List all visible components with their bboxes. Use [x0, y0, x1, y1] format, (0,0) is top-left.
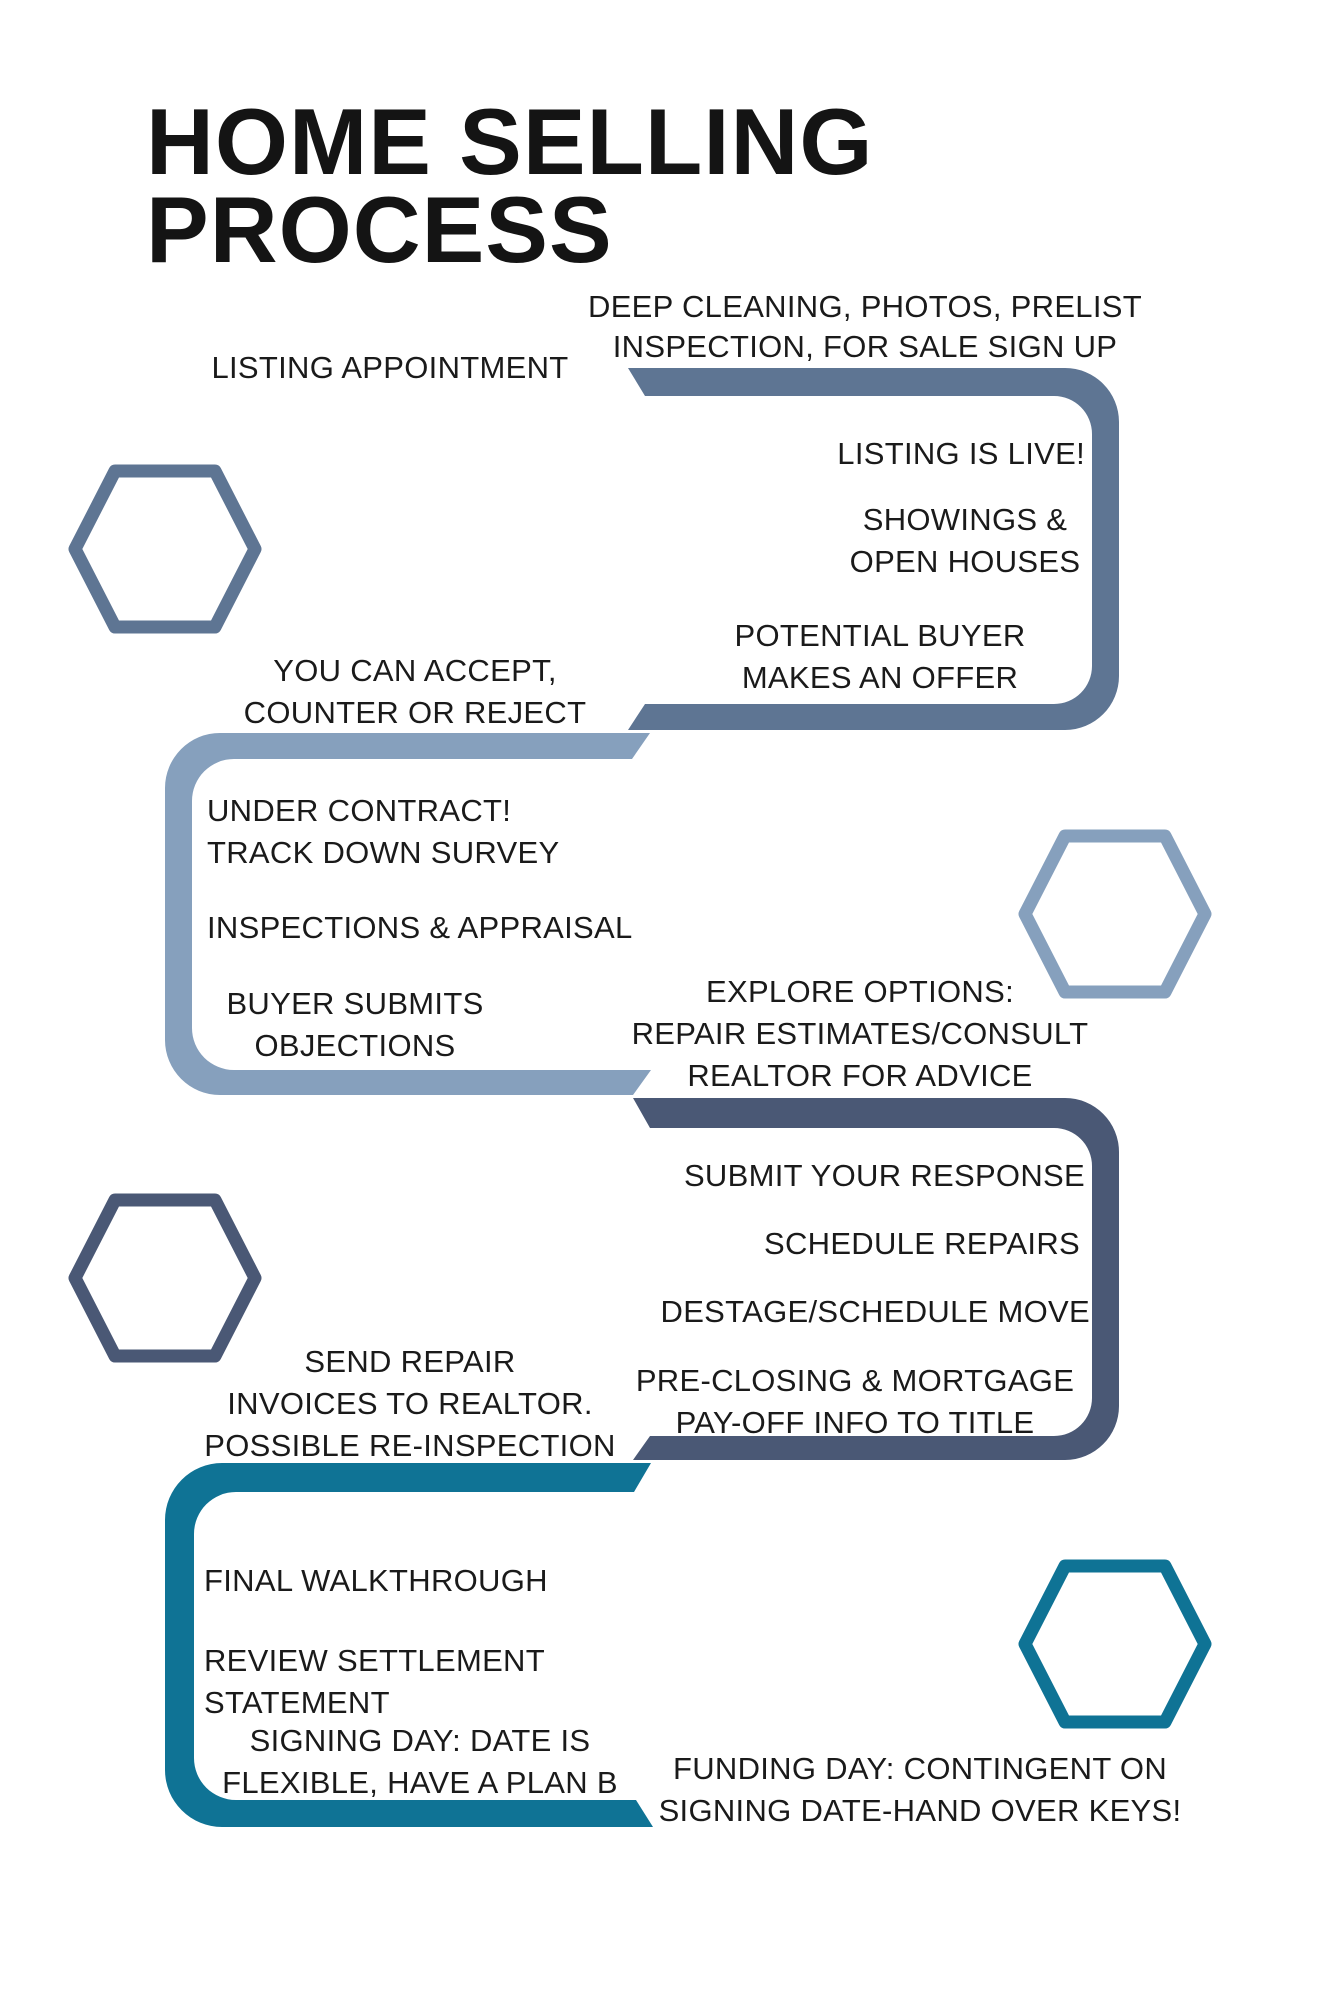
- step-deep-cleaning: DEEP CLEANING, PHOTOS, PRELIST INSPECTIO…: [588, 289, 1142, 364]
- hexagon-icon-2: [1018, 829, 1212, 999]
- step-pre-closing: PRE-CLOSING & MORTGAGE PAY-OFF INFO TO T…: [635, 1363, 1075, 1440]
- step-signing-day: SIGNING DAY: DATE IS FLEXIBLE, HAVE A PL…: [222, 1723, 618, 1800]
- step-schedule-repairs: SCHEDULE REPAIRS: [763, 1226, 1080, 1261]
- hexagon-icon-4: [1018, 1559, 1212, 1729]
- step-funding-day: FUNDING DAY: CONTINGENT ON SIGNING DATE-…: [658, 1751, 1182, 1828]
- title-line-2: PROCESS: [146, 177, 613, 282]
- step-listing-live: LISTING IS LIVE!: [837, 436, 1085, 471]
- step-inspections: INSPECTIONS & APPRAISAL: [207, 910, 633, 945]
- step-final-walkthrough: FINAL WALKTHROUGH: [204, 1563, 548, 1598]
- step-accept-counter: YOU CAN ACCEPT, COUNTER OR REJECT: [243, 653, 587, 730]
- step-send-invoices: SEND REPAIR INVOICES TO REALTOR. POSSIBL…: [204, 1344, 616, 1463]
- step-submit-response: SUBMIT YOUR RESPONSE: [683, 1158, 1085, 1193]
- step-destage: DESTAGE/SCHEDULE MOVE: [660, 1294, 1090, 1329]
- hexagon-icon-3: [68, 1193, 262, 1363]
- title-line-1: HOME SELLING: [146, 89, 874, 194]
- step-buyer-objections: BUYER SUBMITS OBJECTIONS: [226, 986, 484, 1063]
- step-buyer-offer: POTENTIAL BUYER MAKES AN OFFER: [734, 618, 1026, 695]
- step-showings: SHOWINGS & OPEN HOUSES: [849, 502, 1081, 579]
- step-under-contract: UNDER CONTRACT! TRACK DOWN SURVEY: [207, 793, 560, 870]
- step-explore-options: EXPLORE OPTIONS: REPAIR ESTIMATES/CONSUL…: [631, 974, 1089, 1093]
- page-title: HOME SELLING PROCESS: [146, 89, 874, 282]
- step-listing-appointment: LISTING APPOINTMENT: [211, 350, 569, 385]
- hexagon-icon-1: [68, 464, 262, 634]
- step-settlement: REVIEW SETTLEMENT STATEMENT: [204, 1643, 545, 1720]
